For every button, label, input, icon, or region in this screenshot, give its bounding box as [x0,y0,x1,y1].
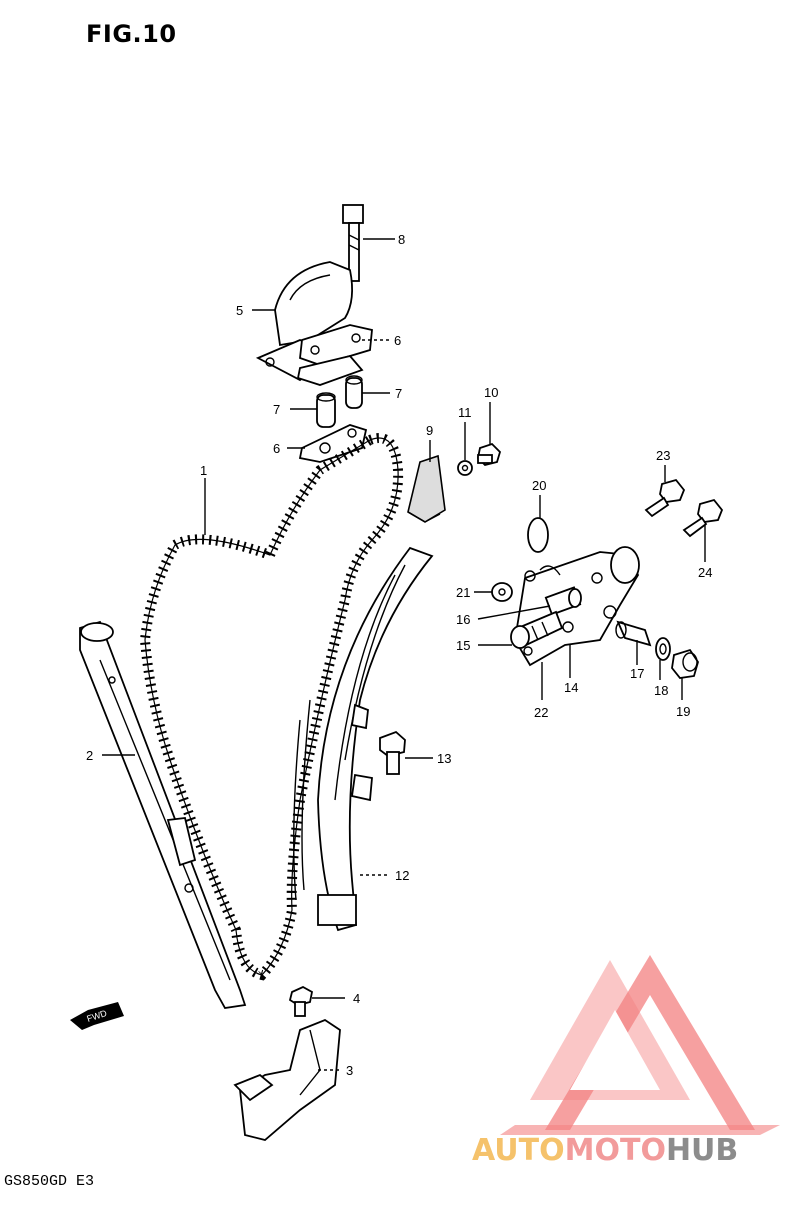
bolt-13 [379,730,406,775]
washer-11 [457,460,473,476]
watermark-auto: AUTO [472,1133,565,1168]
o-ring-20 [527,517,549,553]
plate-6-upper [296,324,373,386]
cam-chain-1 [139,433,404,981]
bolt-24 [682,498,724,538]
callout-16: 16 [456,612,470,627]
automotohub-logo [500,955,780,1135]
callout-14: 14 [564,680,578,695]
callout-labels: 1 2 3 4 5 6 6 7 7 8 9 10 11 12 13 14 15 … [86,232,712,1078]
callout-15: 15 [456,638,470,653]
callout-9: 9 [426,423,433,438]
callout-20: 20 [532,478,546,493]
tensioner-body-14 [514,546,640,667]
figure-title: FIG.10 [86,20,177,48]
callout-6-upper: 6 [394,333,401,348]
callout-24: 24 [698,565,712,580]
callout-13: 13 [437,751,451,766]
callout-22: 22 [534,705,548,720]
callout-21: 21 [456,585,470,600]
callout-23: 23 [656,448,670,463]
callout-2: 2 [86,748,93,763]
cap-nut-19 [671,648,699,679]
spacer-7-right [345,375,363,409]
spring-17 [615,620,652,647]
watermark-text: AUTOMOTOHUB [472,1133,738,1168]
callout-1: 1 [200,463,207,478]
callout-17: 17 [630,666,644,681]
callout-12: 12 [395,868,409,883]
bolt-4 [288,985,314,1017]
callout-10: 10 [484,385,498,400]
spacer-7-left [316,392,336,428]
callout-4: 4 [353,991,360,1006]
watermark-moto: MOTO [565,1133,666,1168]
callout-7-left: 7 [273,402,280,417]
model-code: GS850GD E3 [4,1173,95,1190]
chain-guide-rear-12 [293,546,434,932]
tensioner-pad-9 [407,454,446,523]
nut-21 [491,582,513,602]
bolt-8 [342,204,364,282]
callout-6-lower: 6 [273,441,280,456]
chain-guide-front-2 [79,620,247,1009]
callout-7-right: 7 [395,386,402,401]
pushrod-15 [510,610,564,649]
watermark-hub: HUB [666,1133,738,1168]
plate-6-lower [298,424,368,463]
washer-18 [655,637,671,661]
bolt-10 [477,442,502,466]
callout-18: 18 [654,683,668,698]
callout-5: 5 [236,303,243,318]
callout-11: 11 [458,405,472,420]
callout-19: 19 [676,704,690,719]
bolt-23 [644,478,686,518]
callout-3: 3 [346,1063,353,1078]
leader-lines [102,238,706,1071]
front-direction-arrow: FWD [70,1002,124,1030]
callout-8: 8 [398,232,405,247]
guide-bracket-3 [233,1018,341,1141]
